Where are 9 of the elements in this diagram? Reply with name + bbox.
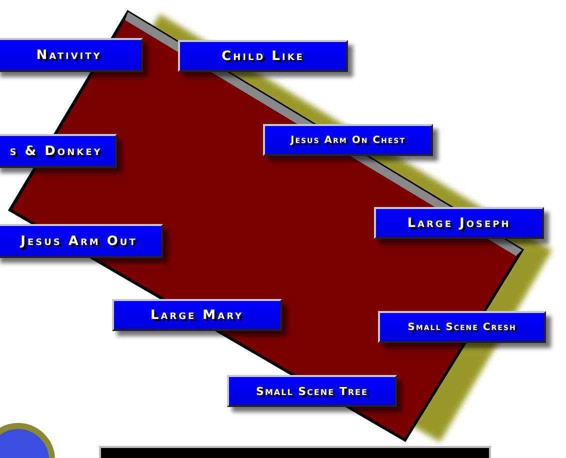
menu-button: Child Like (178, 40, 348, 72)
menu-button: Small Scene Cresh (378, 311, 546, 343)
menu-button: Small Scene Tree (227, 375, 397, 407)
menu-button: Jesus Arm On Chest (263, 124, 433, 156)
menu-button: Jesus Arm Out (0, 224, 163, 258)
menu-button: Large Joseph (374, 207, 544, 239)
menu-button: s & Donkey (0, 134, 117, 168)
menu-button: Nativity (0, 38, 143, 72)
menu-button: Large Mary (112, 299, 282, 331)
